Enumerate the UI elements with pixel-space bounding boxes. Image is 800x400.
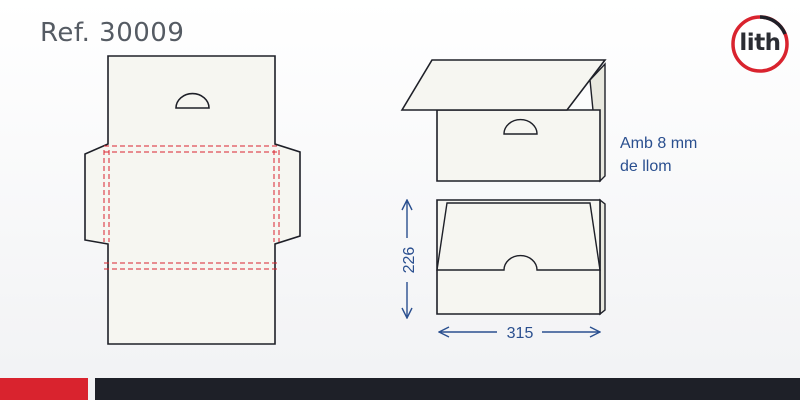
spine-note: Amb 8 mm de llom [620,132,697,178]
open-folder-thumb-cut [503,118,538,135]
template-fold-lines [103,145,280,270]
spine-note-line-2: de llom [620,158,672,175]
template-outline [84,55,301,345]
flat-template [84,55,301,345]
height-dimension-label: 226 [401,247,418,274]
open-folder-flap [400,59,607,111]
spine-note-line-1: Amb 8 mm [620,135,698,152]
template-thumb-cut [175,92,210,109]
open-folder [400,59,607,183]
brand-logo: lith [730,14,790,74]
width-dimension-label: 315 [507,325,534,342]
closed-folder [436,198,606,316]
logo-ring [731,15,789,73]
footer-dark-bar [95,378,800,400]
closed-folder-body [436,199,601,315]
closed-folder-pocket [436,202,601,271]
footer-red-bar [0,378,88,400]
reference-title: Ref. 30009 [40,18,185,48]
logo-text: lith [739,30,781,56]
